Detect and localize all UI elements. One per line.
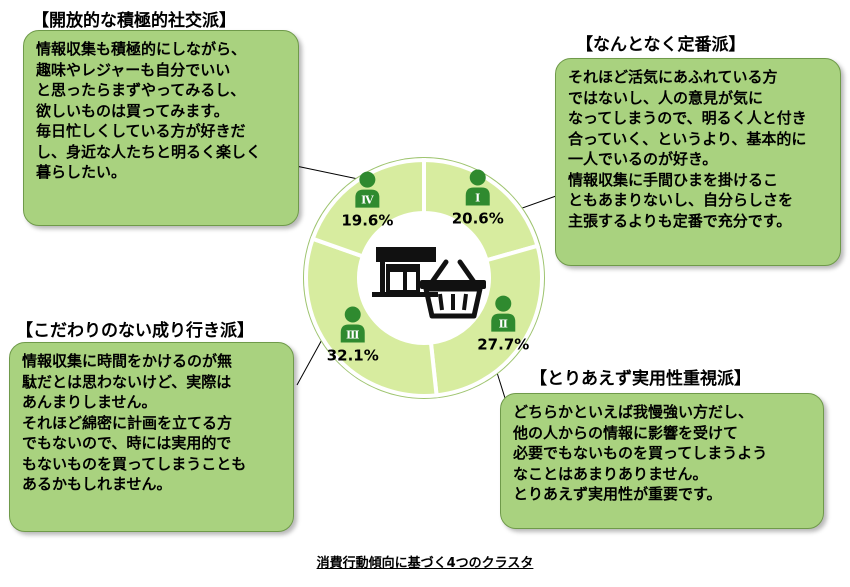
desc-line: と思ったらまずやってみるし、 — [36, 81, 246, 99]
slice-percent-label: 32.1% — [327, 347, 379, 365]
slice-numeral: Ⅳ — [361, 194, 374, 207]
slice-percent-label: 19.6% — [341, 212, 393, 230]
desc-line: 情報収集に手間ひまを掛けるこ — [568, 170, 779, 189]
desc-line: 趣味やレジャーも自分でいい — [36, 60, 231, 79]
cluster-desc-ii: どちらかといえば我慢強い方だし、 他の人からの情報に影響を受けて 必要でもないも… — [500, 393, 824, 529]
desc-line: でもないので、時には実用的で — [22, 434, 232, 452]
person-icon — [491, 295, 516, 332]
desc-line: ではないし、人の意見が気に — [568, 88, 764, 107]
slice-numeral: Ⅰ — [475, 191, 480, 204]
donut-slice-iii — [304, 236, 439, 398]
desc-line: あるかもしれません。 — [22, 475, 172, 493]
desc-line: それほど活気にあふれている方 — [568, 68, 778, 86]
desc-line: それほど綿密に計画を立てる方 — [22, 413, 233, 432]
desc-line: どちらかといえば我慢強い方だし、 — [513, 403, 754, 421]
person-icon — [465, 169, 490, 206]
desc-line: 他の人からの情報に影響を受けて — [513, 423, 739, 442]
cluster-title-iii: 【こだわりのない成り行き派】 — [16, 321, 254, 341]
desc-line: もないものを買ってしまうことも — [22, 454, 247, 473]
cluster-title-i: 【なんとなく定番派】 — [576, 35, 746, 55]
desc-line: 合っていく、というより、基本的に — [568, 129, 807, 148]
donut-slice-ii — [428, 243, 544, 398]
slice-labels: Ⅰ 20.6% Ⅱ 27.7% Ⅲ 32.1% Ⅳ 19.6% — [327, 169, 529, 365]
desc-line: し、身近な人たちと明るく楽しく — [36, 142, 262, 161]
desc-line: 情報収集に時間をかけるのが無 — [22, 352, 233, 370]
desc-line: なってしまうので、明るく人と付き — [568, 109, 807, 127]
desc-line: 情報収集も積極的にしながら、 — [36, 40, 247, 58]
person-icon — [340, 306, 365, 343]
desc-line: とりあえず実用性が重要です。 — [513, 485, 722, 503]
slice-percent-label: 27.7% — [477, 336, 529, 354]
desc-line: 暮らしたい。 — [36, 163, 127, 181]
cluster-title-iv: 【開放的な積極的社交派】 — [32, 11, 236, 31]
desc-line: なことはあまりありません。 — [513, 464, 708, 483]
desc-line: 毎日忙しくしている方が好きだ — [36, 122, 246, 140]
desc-line: 駄だとは思わないけど、実際は — [22, 372, 232, 391]
desc-line: 必要でもないものを買ってしまうよう — [513, 444, 768, 462]
shop-basket-icon — [372, 247, 486, 319]
cluster-desc-iii: 情報収集に時間をかけるのが無 駄だとは思わないけど、実際は あんまりしません。 … — [9, 342, 294, 532]
cluster-title-ii: 【とりあえず実用性重視派】 — [530, 369, 751, 389]
desc-line: あんまりしません。 — [22, 393, 157, 411]
person-icon — [355, 171, 380, 208]
desc-line: 一人でいるのが好き。 — [568, 150, 718, 168]
cluster-desc-i: それほど活気にあふれている方 ではないし、人の意見が気に なってしまうので、明る… — [555, 58, 841, 266]
desc-line: 欲しいものは買ってみます。 — [36, 101, 229, 120]
cluster-desc-iv: 情報収集も積極的にしながら、 趣味やレジャーも自分でいい と思ったらまずやってみ… — [23, 30, 299, 226]
desc-line: 主張するよりも定番で充分です。 — [568, 211, 792, 230]
donut-slice-iv — [310, 157, 426, 259]
donut-hole — [360, 214, 488, 342]
desc-line: ともあまりないし、自分らしさを — [568, 191, 794, 209]
slice-numeral: Ⅱ — [499, 318, 508, 331]
slice-percent-label: 20.6% — [452, 209, 504, 227]
slice-numeral: Ⅲ — [346, 329, 359, 342]
chart-caption: 消費行動傾向に基づく4つのクラスタ — [316, 556, 534, 571]
